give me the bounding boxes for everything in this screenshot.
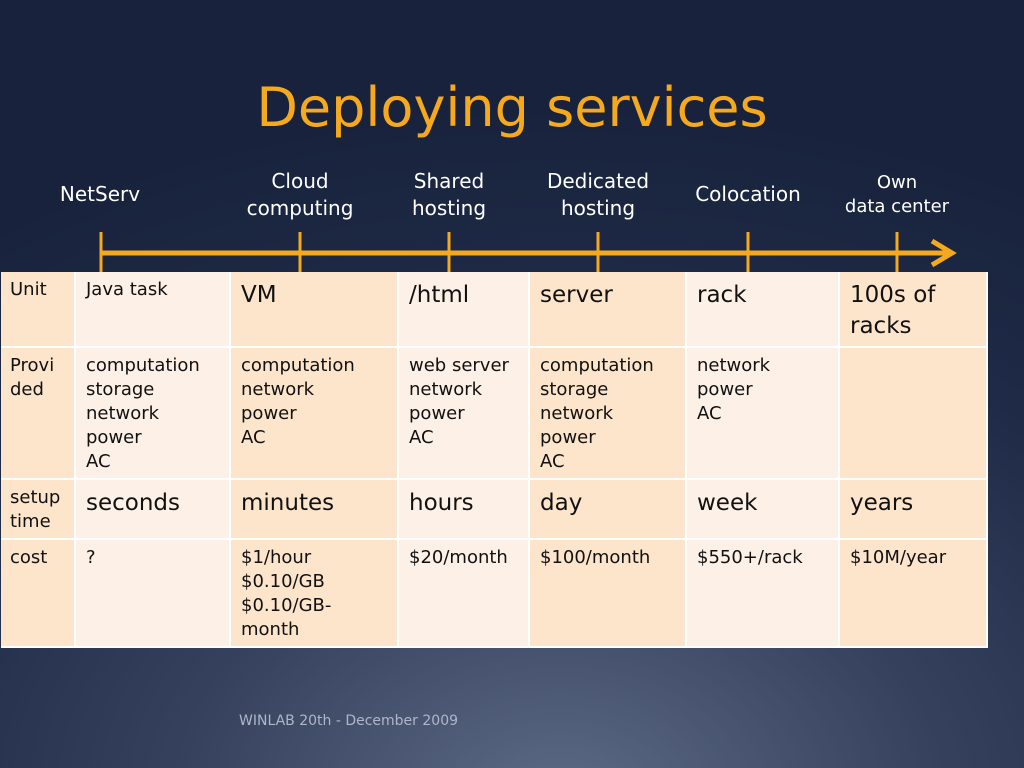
timeline-arrow xyxy=(99,232,957,272)
cell-provided-shared: web server network power AC xyxy=(398,347,530,480)
cell-setup-shared: hours xyxy=(398,479,530,540)
cell-provided-netserv: computation storage network power AC xyxy=(75,347,231,480)
timeline-label-dedicated-hosting: Dedicated hosting xyxy=(546,169,650,220)
cell-cost-cloud: $1/hour $0.10/GB $0.10/GB- month xyxy=(230,539,399,648)
table-row-cost: cost ? $1/hour $0.10/GB $0.10/GB- month … xyxy=(1,539,988,648)
table-row-setup-time: setup time seconds minutes hours day wee… xyxy=(1,479,988,540)
timeline-label-own-data-center: Own data center xyxy=(844,172,950,217)
table-row-provided: Provi ded computation storage network po… xyxy=(1,347,988,480)
cell-cost-datacenter: $10M/year xyxy=(839,539,988,648)
cell-cost-dedicated: $100/month xyxy=(529,539,687,648)
arrow-head xyxy=(930,238,957,268)
cell-unit-shared: /html xyxy=(398,272,530,348)
cell-provided-cloud: computation network power AC xyxy=(230,347,399,480)
timeline-label-netserv: NetServ xyxy=(59,182,141,206)
cell-cost-netserv: ? xyxy=(75,539,231,648)
cell-unit-dedicated: server xyxy=(529,272,687,348)
cell-unit-datacenter: 100s of racks xyxy=(839,272,988,348)
timeline-label-shared-hosting: Shared hosting xyxy=(411,169,487,220)
row-header-unit: Unit xyxy=(1,272,76,348)
cell-cost-colocation: $550+/rack xyxy=(686,539,840,648)
slide-footer: WINLAB 20th - December 2009 xyxy=(239,713,459,729)
row-header-setup-time: setup time xyxy=(1,479,76,540)
comparison-table: Unit Java task VM /html server rack 100s… xyxy=(1,272,988,648)
cell-provided-colocation: network power AC xyxy=(686,347,840,480)
cell-unit-netserv: Java task xyxy=(75,272,231,348)
cell-setup-dedicated: day xyxy=(529,479,687,540)
cell-provided-dedicated: computation storage network power AC xyxy=(529,347,687,480)
cell-cost-shared: $20/month xyxy=(398,539,530,648)
cell-setup-cloud: minutes xyxy=(230,479,399,540)
cell-unit-cloud: VM xyxy=(230,272,399,348)
timeline-label-colocation: Colocation xyxy=(695,182,801,206)
cell-setup-datacenter: years xyxy=(839,479,988,540)
cell-setup-colocation: week xyxy=(686,479,840,540)
row-header-provided: Provi ded xyxy=(1,347,76,480)
timeline-label-cloud-computing: Cloud computing xyxy=(246,169,354,220)
cell-provided-datacenter xyxy=(839,347,988,480)
slide-title: Deploying services xyxy=(256,76,768,139)
table-row-unit: Unit Java task VM /html server rack 100s… xyxy=(1,272,988,348)
cell-unit-colocation: rack xyxy=(686,272,840,348)
cell-setup-netserv: seconds xyxy=(75,479,231,540)
row-header-cost: cost xyxy=(1,539,76,648)
